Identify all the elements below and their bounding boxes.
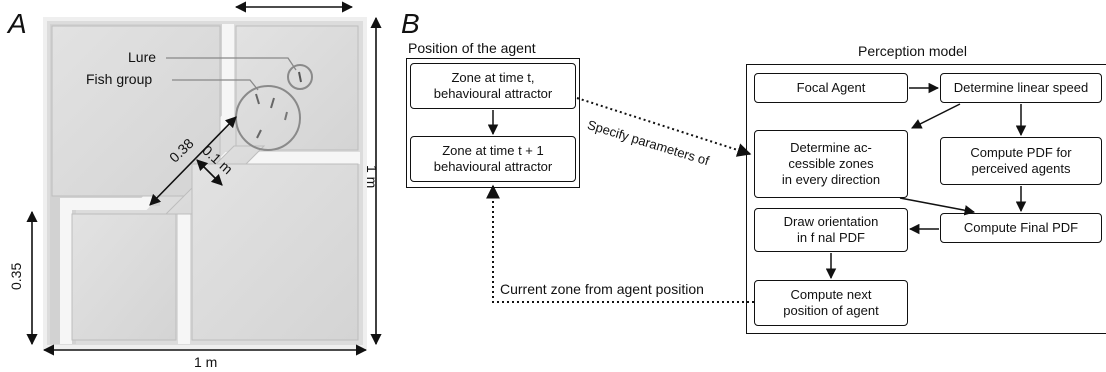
final-pdf-box: Compute Final PDF [940,213,1102,243]
fish-mark [284,111,288,121]
fish-mark [255,93,260,105]
zone-t-box: Zone at time t, behavioural attractor [410,63,576,109]
arena-photo [43,17,367,349]
dim-bottom-label: 1 m [194,354,218,370]
draw-orientation-box: Draw orientation in f nal PDF [754,208,908,252]
model-title: Perception model [858,43,967,59]
focal-agent-box: Focal Agent [754,73,908,103]
arena-drawing [43,17,367,349]
lure-label: Lure [128,49,157,65]
panel-b-letter: B [401,8,420,39]
agent-title: Position of the agent [408,40,536,56]
zone-t1-box: Zone at time t + 1 behavioural attractor [410,136,576,182]
fish-mark [270,97,275,109]
current-zone-label: Current zone from agent position [500,281,704,297]
fish-group-label: Fish group [86,71,153,87]
accessible-zones-box: Determine ac- cessible zones in every di… [754,130,908,198]
model-frame [746,64,1106,334]
lure-circle [287,64,313,90]
panel-a-letter: A [8,8,27,39]
linear-speed-box: Determine linear speed [940,73,1102,103]
fish-mark [256,129,262,139]
next-position-box: Compute next position of agent [754,280,908,326]
pdf-perceived-box: Compute PDF for perceived agents [940,137,1102,185]
lure-mark [298,71,302,83]
